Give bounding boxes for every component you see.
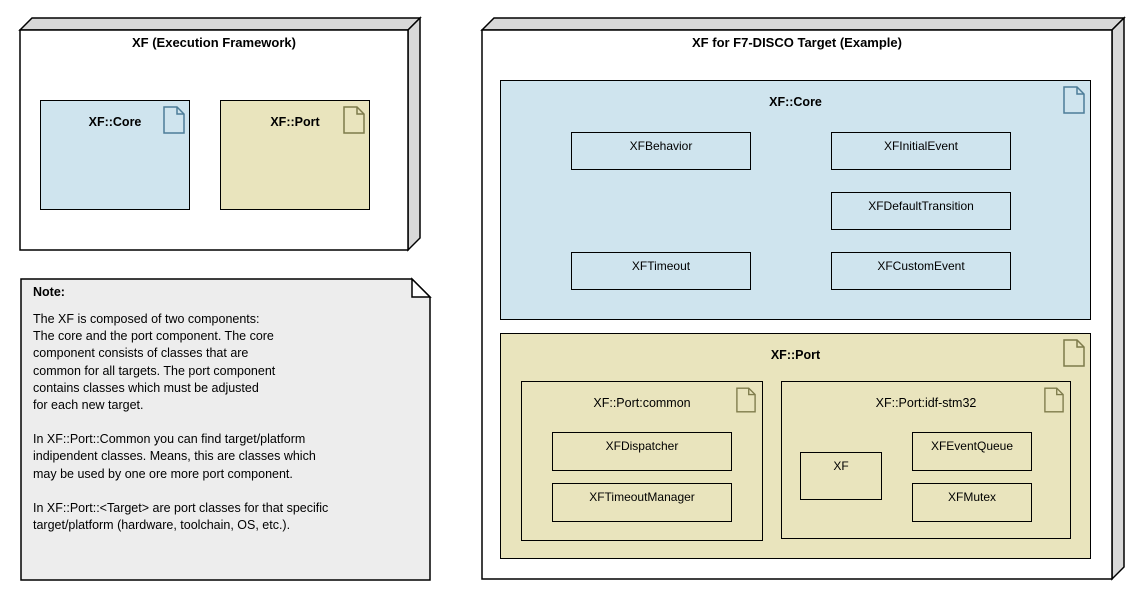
package-label: XF::Port <box>770 348 821 362</box>
package-label: XF::Port:idf-stm32 <box>875 396 977 410</box>
package-xf-core-left: XF::Core <box>40 100 190 210</box>
document-icon <box>1063 86 1085 114</box>
class-box-xfbehavior: XFBehavior <box>571 132 751 170</box>
class-box-xfinitialevent: XFInitialEvent <box>831 132 1011 170</box>
note-title: Note: <box>33 285 65 299</box>
note-fold-corner <box>411 277 432 298</box>
note-paragraph-2: In XF::Port::Common you can find target/… <box>33 432 316 481</box>
package-xf-port-left: XF::Port <box>220 100 370 210</box>
subpackage-xf-port-idf-stm32: XF::Port:idf-stm32 XF XFEventQueue XFMut… <box>781 381 1071 539</box>
package-label: XF::Core <box>88 115 142 129</box>
class-box-xf: XF <box>800 452 882 500</box>
note-shape <box>20 277 432 581</box>
right-node-right-face <box>1111 16 1125 581</box>
right-node-title: XF for F7-DISCO Target (Example) <box>692 35 902 50</box>
note-paragraph-1: The XF is composed of two components: Th… <box>33 312 276 413</box>
class-box-xfdefaulttransition: XFDefaultTransition <box>831 192 1011 230</box>
document-icon <box>736 387 756 413</box>
class-box-xftimeoutmanager: XFTimeoutManager <box>552 483 732 522</box>
document-icon <box>343 106 365 134</box>
package-xf-port-right: XF::Port XF::Port:common XFDispatcher XF… <box>500 333 1091 559</box>
package-label: XF::Port:common <box>593 396 691 410</box>
class-box-xfdispatcher: XFDispatcher <box>552 432 732 471</box>
left-node-top-face <box>18 17 422 31</box>
class-box-xftimeout: XFTimeout <box>571 252 751 290</box>
package-label: XF::Core <box>769 95 822 109</box>
package-xf-core-right: XF::Core XFBehavior XFInitialEvent XFDef… <box>500 80 1091 320</box>
document-icon <box>163 106 185 134</box>
class-box-xfeventqueue: XFEventQueue <box>912 432 1032 471</box>
class-box-xfcustomevent: XFCustomEvent <box>831 252 1011 290</box>
left-node-right-face <box>407 16 421 252</box>
note-paragraph-3: In XF::Port::<Target> are port classes f… <box>33 500 329 533</box>
document-icon <box>1063 339 1085 367</box>
note-body-shape <box>20 278 431 581</box>
right-node-top-face <box>480 17 1126 31</box>
left-node-title: XF (Execution Framework) <box>132 35 296 50</box>
note-text: The XF is composed of two components: Th… <box>33 311 417 551</box>
class-box-xfmutex: XFMutex <box>912 483 1032 522</box>
package-label: XF::Port <box>270 115 320 129</box>
subpackage-xf-port-common: XF::Port:common XFDispatcher XFTimeoutMa… <box>521 381 763 541</box>
document-icon <box>1044 387 1064 413</box>
